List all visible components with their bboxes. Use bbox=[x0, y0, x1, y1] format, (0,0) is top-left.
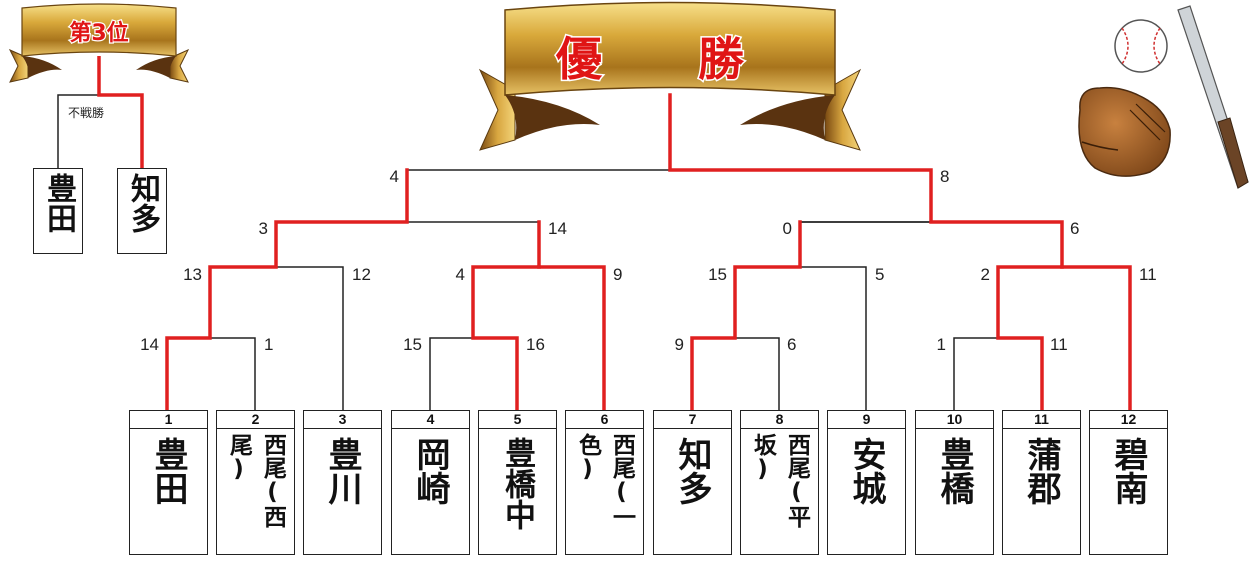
team-box: 6 西尾(一色) bbox=[565, 410, 644, 555]
team-box: 4 岡崎 bbox=[391, 410, 470, 555]
team-number: 1 bbox=[130, 411, 207, 429]
walkover-label: 不戦勝 bbox=[68, 106, 105, 120]
team-box: 2 西尾(西尾) bbox=[216, 410, 295, 555]
score-r1-m4-right: 11 bbox=[1050, 335, 1068, 354]
team-box: 8 西尾(平坂) bbox=[740, 410, 819, 555]
baseball-icon bbox=[1114, 19, 1168, 73]
score-r2-m3-left: 15 bbox=[708, 265, 727, 284]
champion-banner: 優 勝 bbox=[478, 1, 862, 151]
team-box: 5 豊橋中 bbox=[478, 410, 557, 555]
team-number: 3 bbox=[304, 411, 381, 429]
team-box: 11 蒲郡 bbox=[1002, 410, 1081, 555]
team-name: 豊橋中 bbox=[499, 437, 535, 530]
glove-icon bbox=[1078, 86, 1171, 177]
team-number: 6 bbox=[566, 411, 643, 429]
team-name: 蒲郡 bbox=[1021, 437, 1061, 505]
team-box: 10 豊橋 bbox=[915, 410, 994, 555]
score-semi-2-left: 0 bbox=[783, 219, 792, 238]
score-r2-m2-right: 9 bbox=[613, 265, 622, 284]
third-place-team-1: 豊田 bbox=[33, 168, 83, 254]
score-r1-m1-left: 14 bbox=[140, 335, 159, 354]
third-place-label: 第3位 bbox=[69, 20, 128, 46]
champion-label: 優 勝 bbox=[555, 32, 784, 86]
score-semi-2-right: 6 bbox=[1070, 219, 1079, 238]
score-r1-m2-left: 15 bbox=[403, 335, 422, 354]
score-r2-m1-left: 13 bbox=[183, 265, 202, 284]
third-place-lines bbox=[57, 56, 144, 168]
team-name: 西尾(西尾) bbox=[225, 433, 286, 528]
third-place-banner: 第3位 bbox=[8, 3, 190, 83]
score-r1-m2-right: 16 bbox=[526, 335, 545, 354]
score-r2-m4-left: 2 bbox=[981, 265, 990, 284]
third-place-team-2: 知多 bbox=[117, 168, 167, 254]
team-box: 9 安城 bbox=[827, 410, 906, 555]
team-number: 2 bbox=[217, 411, 294, 429]
third-place-team-2-name: 知多 bbox=[125, 173, 160, 233]
score-semi-1-right: 14 bbox=[548, 219, 567, 238]
team-name: 豊川 bbox=[322, 437, 362, 505]
team-name: 岡崎 bbox=[410, 437, 450, 505]
score-r2-m3-right: 5 bbox=[875, 265, 884, 284]
score-r2-m1-right: 12 bbox=[352, 265, 371, 284]
team-number: 8 bbox=[741, 411, 818, 429]
team-box: 7 知多 bbox=[653, 410, 732, 555]
team-number: 9 bbox=[828, 411, 905, 429]
bracket-lines bbox=[165, 93, 1132, 412]
team-number: 12 bbox=[1090, 411, 1167, 429]
team-name: 知多 bbox=[672, 437, 712, 505]
scores: 14 1 15 16 9 6 1 11 13 12 4 9 15 5 2 11 … bbox=[140, 167, 1157, 354]
team-name: 碧南 bbox=[1108, 437, 1148, 505]
team-name: 西尾(一色) bbox=[574, 433, 635, 528]
score-final-right: 8 bbox=[940, 167, 949, 186]
team-box: 12 碧南 bbox=[1089, 410, 1168, 555]
team-box: 3 豊川 bbox=[303, 410, 382, 555]
tournament-bracket: 優 勝 第3位 bbox=[8, 1, 1249, 412]
team-name: 安城 bbox=[846, 437, 886, 505]
team-number: 11 bbox=[1003, 411, 1080, 429]
team-name: 豊田 bbox=[148, 437, 188, 505]
team-number: 10 bbox=[916, 411, 993, 429]
score-r2-m2-left: 4 bbox=[456, 265, 465, 284]
team-name: 豊橋 bbox=[934, 437, 974, 505]
score-r1-m4-left: 1 bbox=[937, 335, 946, 354]
team-number: 7 bbox=[654, 411, 731, 429]
score-r1-m3-left: 9 bbox=[675, 335, 684, 354]
team-number: 4 bbox=[392, 411, 469, 429]
score-r1-m1-right: 1 bbox=[264, 335, 273, 354]
score-final-left: 4 bbox=[390, 167, 399, 186]
third-place-team-1-name: 豊田 bbox=[41, 173, 76, 233]
score-r1-m3-right: 6 bbox=[787, 335, 796, 354]
score-r2-m4-right: 11 bbox=[1139, 265, 1157, 284]
bat-icon bbox=[1177, 5, 1249, 189]
team-box: 1 豊田 bbox=[129, 410, 208, 555]
score-semi-1-left: 3 bbox=[259, 219, 268, 238]
team-name: 西尾(平坂) bbox=[749, 433, 810, 528]
team-number: 5 bbox=[479, 411, 556, 429]
